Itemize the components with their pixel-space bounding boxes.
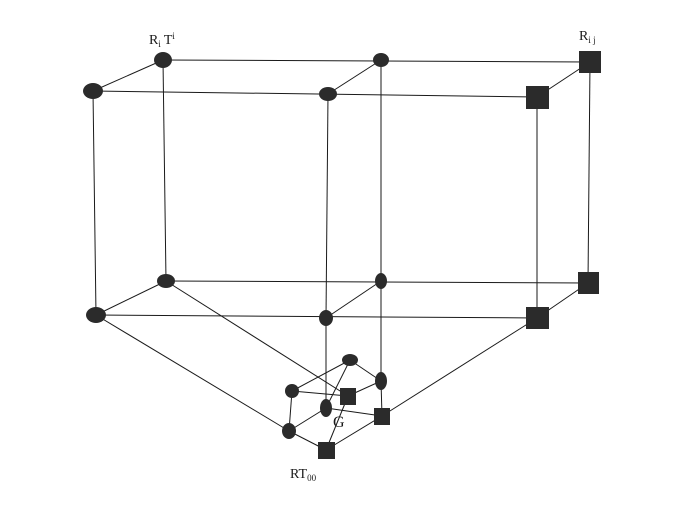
edge xyxy=(95,280,167,316)
edge xyxy=(95,314,538,319)
edge xyxy=(325,359,351,409)
ellipse-node xyxy=(342,354,358,366)
square-node xyxy=(526,307,549,329)
ellipse-node xyxy=(319,310,333,326)
ellipse-node xyxy=(282,423,296,439)
edge xyxy=(291,390,349,397)
edge xyxy=(288,407,327,432)
edge xyxy=(381,317,538,417)
ellipse-node xyxy=(375,273,387,289)
edge xyxy=(95,314,290,432)
edge xyxy=(325,93,329,319)
nodes xyxy=(83,51,601,459)
edge xyxy=(165,280,349,397)
edge xyxy=(325,280,382,319)
ellipse-node xyxy=(375,372,387,390)
square-node xyxy=(318,442,335,459)
square-node xyxy=(340,388,356,405)
square-node xyxy=(526,86,549,109)
ellipse-node xyxy=(157,274,175,288)
ellipse-node xyxy=(285,384,299,398)
square-node xyxy=(374,408,390,425)
label-g: G xyxy=(333,414,345,431)
label-rij: Ri j xyxy=(579,29,596,45)
ellipse-node xyxy=(83,83,103,99)
edge xyxy=(325,415,383,451)
edge xyxy=(92,90,538,98)
edge xyxy=(92,90,97,316)
edge xyxy=(587,61,591,284)
ellipse-node xyxy=(373,53,389,67)
edge xyxy=(291,359,351,392)
label-rt00: RT00 xyxy=(290,467,317,483)
edge xyxy=(92,59,164,92)
ellipse-node xyxy=(320,399,332,417)
square-node xyxy=(578,272,599,294)
ellipse-node xyxy=(154,52,172,68)
edge xyxy=(162,59,167,282)
edge xyxy=(325,407,383,417)
edge xyxy=(327,59,382,95)
ellipse-node xyxy=(319,87,337,101)
ellipse-node xyxy=(86,307,106,323)
square-node xyxy=(579,51,601,73)
